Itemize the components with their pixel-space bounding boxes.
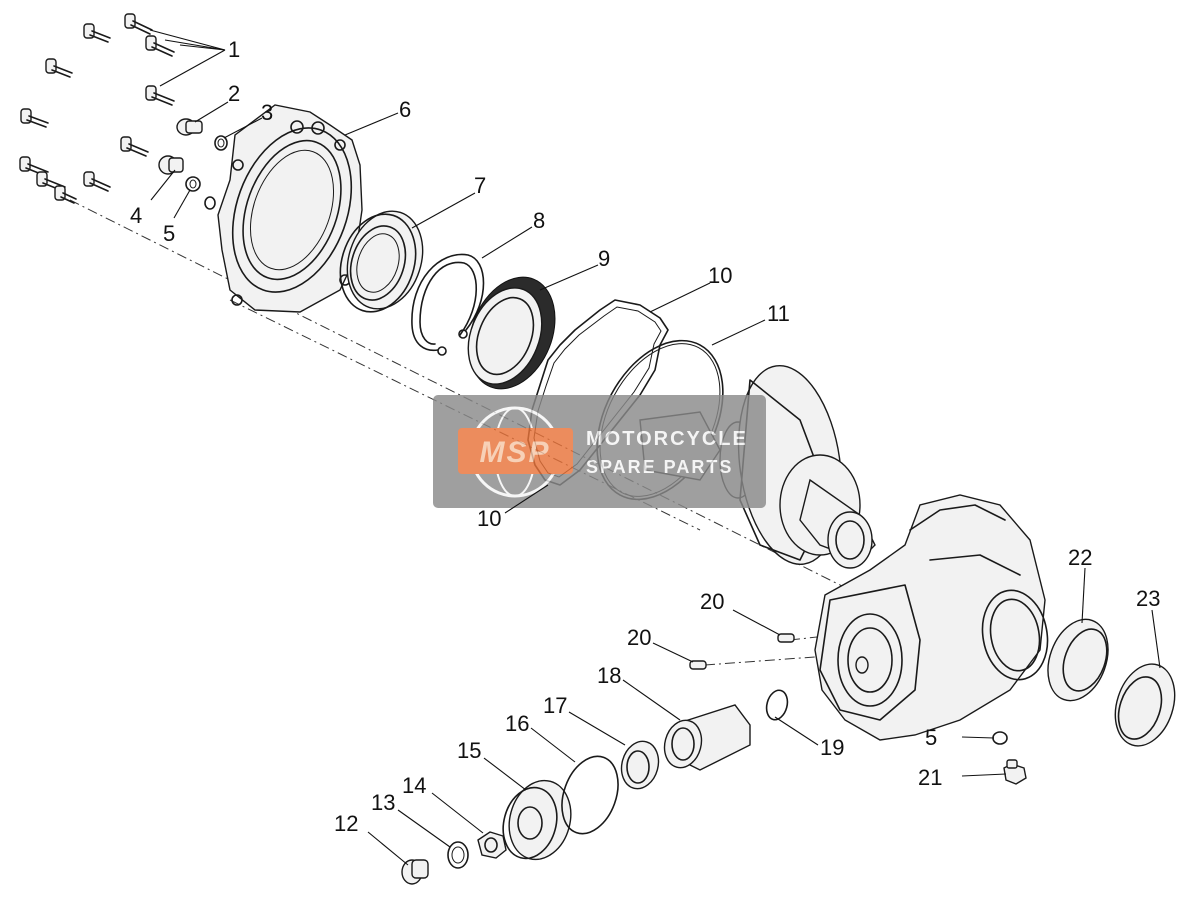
part-13-washer: [447, 841, 469, 869]
callout-11: 11: [767, 301, 790, 326]
part-22-bearing: [1047, 618, 1109, 702]
callout-9: 9: [598, 246, 610, 271]
callout-labels: 1 2 3 4 5 6 7 8 9 10 11 10 12 13 14 15 1…: [130, 37, 1160, 836]
callout-22: 22: [1068, 545, 1092, 570]
callout-8: 8: [533, 208, 545, 233]
part-23-seal: [1114, 663, 1176, 747]
callout-12: 12: [334, 811, 358, 836]
callout-5: 5: [163, 221, 175, 246]
callout-5-lower: 5: [925, 725, 937, 750]
callout-6: 6: [399, 97, 411, 122]
callout-18: 18: [597, 663, 621, 688]
part-1-bolts: [19, 13, 175, 204]
part-14-nut: [477, 831, 507, 859]
part-4-plug: [158, 155, 184, 175]
callout-15: 15: [457, 738, 481, 763]
callout-23: 23: [1136, 586, 1160, 611]
part-6-cover-plate: [217, 104, 363, 313]
callout-7: 7: [474, 173, 486, 198]
part-12-bolt: [401, 859, 429, 885]
part-21-plug: [1003, 759, 1027, 785]
part-7-bearing: [339, 210, 424, 313]
callout-17: 17: [543, 693, 567, 718]
part-17-seal: [620, 740, 660, 790]
watermark-background: [433, 395, 766, 508]
callout-20-upper: 20: [700, 589, 724, 614]
part-15-flange: [502, 779, 572, 861]
callout-3: 3: [261, 100, 273, 125]
part-20-dowels: [689, 633, 795, 670]
callout-10-top: 10: [708, 263, 732, 288]
callout-14: 14: [402, 773, 426, 798]
callout-1: 1: [228, 37, 240, 62]
part-19-o-ring: [765, 689, 789, 721]
callout-4: 4: [130, 203, 142, 228]
watermark-line2: SPARE PARTS: [586, 457, 733, 477]
callout-21: 21: [918, 765, 942, 790]
part-8-circlip: [411, 253, 485, 356]
callout-16: 16: [505, 711, 529, 736]
watermark-logo: MSP: [479, 436, 550, 469]
callout-10-bottom: 10: [477, 506, 501, 531]
callout-2: 2: [228, 81, 240, 106]
part-2-plug: [176, 118, 203, 136]
callout-20-lower: 20: [627, 625, 651, 650]
watermark-line1: MOTORCYCLE: [586, 428, 748, 450]
part-16-o-ring: [561, 755, 619, 835]
part-3-washer: [214, 135, 228, 151]
part-9-oil-seal: [467, 276, 556, 390]
part-5-washer: [185, 176, 216, 210]
callout-19: 19: [820, 735, 844, 760]
callout-13: 13: [371, 790, 395, 815]
part-5b-washer: [992, 731, 1008, 745]
part-18-bearing-sleeve: [663, 704, 751, 771]
watermark: MSP MOTORCYCLE SPARE PARTS: [433, 395, 766, 508]
gear-housing: [814, 494, 1049, 741]
leader-lines: [149, 29, 1161, 866]
